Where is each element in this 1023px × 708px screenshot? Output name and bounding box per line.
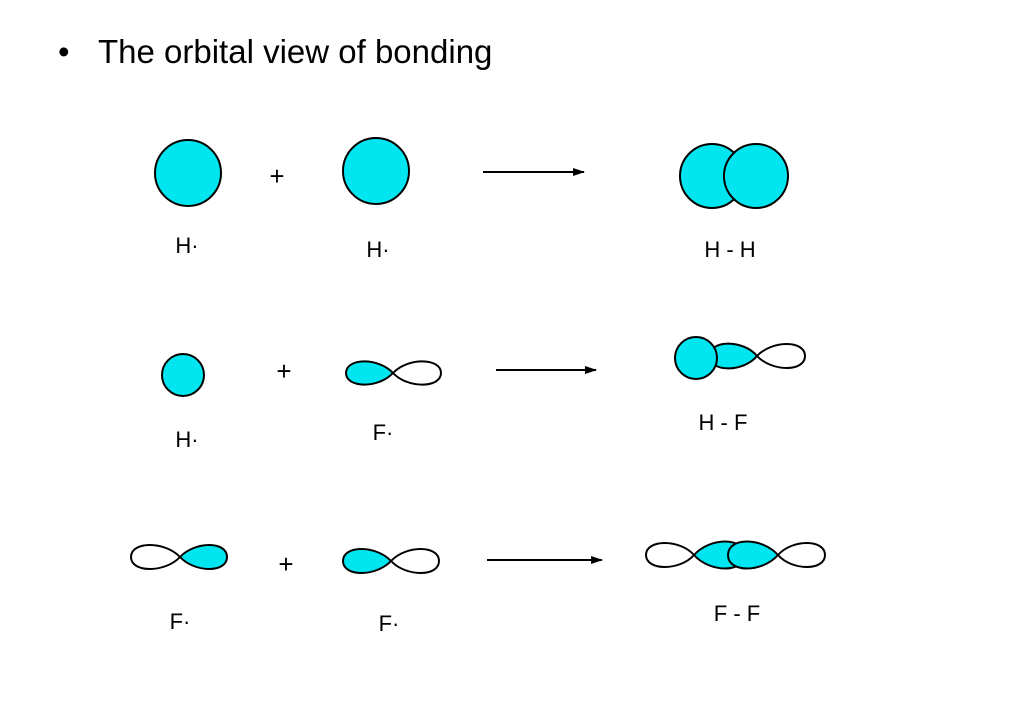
slide-title: The orbital view of bonding bbox=[98, 33, 493, 70]
reaction-row-1: + H· H· H - H bbox=[154, 137, 789, 262]
plus-sign-2: + bbox=[276, 356, 291, 386]
reaction-row-3: + F· F· F - F bbox=[129, 540, 827, 636]
reaction-row-2: + H· F· H - F bbox=[161, 336, 807, 452]
label-f-radical-2: F· bbox=[170, 609, 191, 634]
label-h-radical-1: H· bbox=[175, 233, 198, 258]
plus-sign-1: + bbox=[269, 161, 284, 191]
plus-sign-3: + bbox=[278, 549, 293, 579]
s-orbital-h-3 bbox=[161, 353, 205, 397]
label-f-radical-1: F· bbox=[373, 420, 394, 445]
s-orbital-h-1 bbox=[154, 139, 222, 207]
slide-title-line: • The orbital view of bonding bbox=[58, 33, 492, 71]
label-h-radical-2: H· bbox=[366, 237, 389, 262]
f-f-bond-orbital bbox=[644, 540, 827, 570]
p-orbital-f-2 bbox=[129, 544, 229, 570]
s-orbital-h-2 bbox=[342, 137, 410, 205]
label-f-f: F - F bbox=[714, 601, 760, 626]
p-orbital-f-3 bbox=[341, 548, 441, 574]
h-f-bond-orbital bbox=[674, 336, 807, 380]
p-orbital-f-1 bbox=[344, 360, 443, 386]
label-f-radical-3: F· bbox=[379, 611, 400, 636]
label-h-h: H - H bbox=[704, 237, 755, 262]
label-h-radical-3: H· bbox=[175, 427, 198, 452]
bullet-marker: • bbox=[58, 33, 70, 70]
h-h-bond-orbital bbox=[679, 143, 789, 209]
label-h-f: H - F bbox=[699, 410, 748, 435]
